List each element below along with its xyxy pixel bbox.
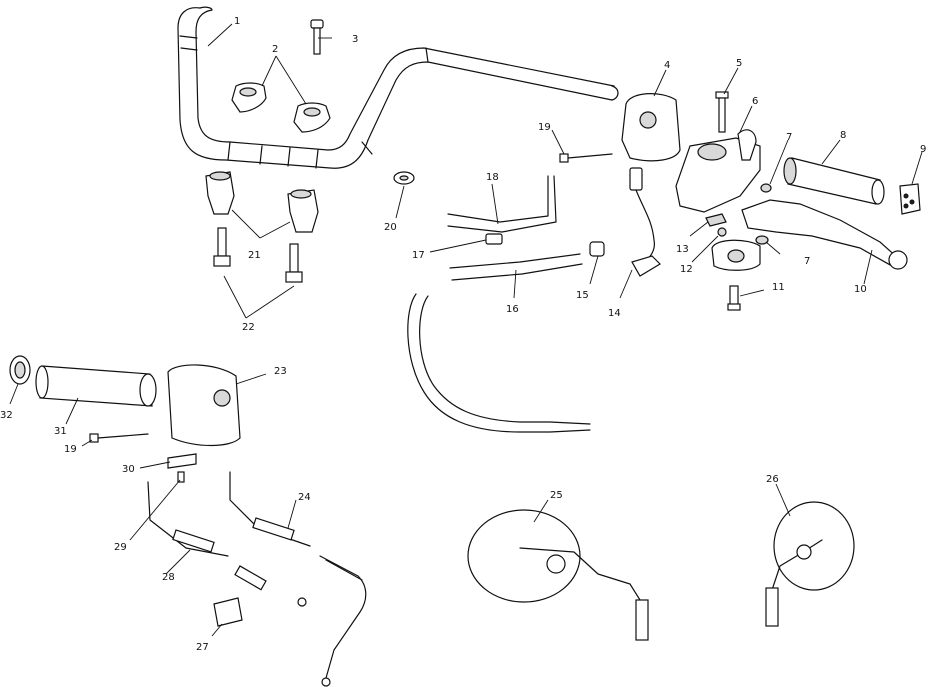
- throttle-cable-lower: [319, 555, 367, 687]
- washer-upper: [760, 183, 772, 193]
- callout-6: 6: [752, 96, 758, 107]
- brake-light-switch: [629, 167, 661, 277]
- callout-18: 18: [486, 172, 499, 183]
- callout-24: 24: [298, 492, 311, 503]
- callout-11: 11: [772, 282, 785, 293]
- throttle-adjuster: [234, 565, 307, 607]
- master-cylinder-screw: [715, 91, 729, 133]
- callout-1: 1: [234, 16, 240, 27]
- callout-16: 16: [506, 304, 519, 315]
- washer-lower: [755, 235, 769, 245]
- riser-bolts: [213, 227, 303, 283]
- callout-14: 14: [608, 308, 621, 319]
- right-switch-housing: [621, 93, 681, 162]
- callout-12: 12: [680, 264, 693, 275]
- callout-8: 8: [840, 130, 846, 141]
- left-switch-housing: [167, 364, 241, 447]
- callout-13: 13: [676, 244, 689, 255]
- choke-cable: [147, 481, 229, 557]
- callout-31: 31: [54, 426, 67, 437]
- callout-26: 26: [766, 474, 779, 485]
- cable-boot: [589, 241, 605, 257]
- throttle-cable-left: [229, 471, 311, 547]
- handlebar: [177, 6, 619, 169]
- riser-blocks: [205, 171, 319, 233]
- switch-plate: [705, 213, 727, 227]
- callout-28: 28: [162, 572, 175, 583]
- callout-30: 30: [122, 464, 135, 475]
- throttle-grip: [783, 157, 885, 205]
- callout-3: 3: [352, 34, 358, 45]
- lever-pivot-bolt: [727, 285, 741, 311]
- callout-27: 27: [196, 642, 209, 653]
- callout-32: 32: [0, 410, 13, 421]
- callout-22: 22: [242, 322, 255, 333]
- clutch-cable-long: [407, 293, 591, 433]
- leader-lines: [9, 23, 923, 637]
- clamp-bolt: [310, 19, 324, 55]
- callout-labels: 1 2 3 4 5 6 7 8 9 10 11 12 13 7 14 15 16…: [0, 16, 926, 653]
- handlebar-clamp-upper: [231, 82, 331, 133]
- housing-screw-right: [559, 153, 613, 163]
- callout-5: 5: [736, 58, 742, 69]
- cable-clip: [393, 171, 415, 185]
- callout-29: 29: [114, 542, 127, 553]
- clutch-cable-short: [447, 175, 557, 233]
- mirror-left: [467, 509, 649, 641]
- left-grip: [35, 365, 157, 407]
- housing-screw-left: [89, 433, 149, 443]
- callout-2: 2: [272, 44, 278, 55]
- callout-15: 15: [576, 290, 589, 301]
- callout-4: 4: [664, 60, 670, 71]
- callout-25: 25: [550, 490, 563, 501]
- cable-bracket: [167, 453, 197, 469]
- callout-17: 17: [412, 250, 425, 261]
- nut: [717, 227, 727, 237]
- callout-9: 9: [920, 144, 926, 155]
- cable-ferrule: [485, 233, 503, 245]
- bar-end-weight: [899, 183, 921, 215]
- callout-19b: 19: [64, 444, 77, 455]
- callout-7: 7: [786, 132, 792, 143]
- callout-23: 23: [274, 366, 287, 377]
- callout-21: 21: [248, 250, 261, 261]
- callout-7b: 7: [804, 256, 810, 267]
- master-cylinder: [675, 129, 761, 213]
- callout-20: 20: [384, 222, 397, 233]
- bracket-screw: [177, 471, 185, 483]
- clamp-half: [711, 239, 761, 271]
- grip-end-cap: [9, 355, 31, 385]
- brake-lever: [741, 199, 908, 270]
- cable-guard: [213, 597, 243, 627]
- throttle-cable: [449, 253, 583, 281]
- callout-10: 10: [854, 284, 867, 295]
- mirror-right: [765, 501, 855, 627]
- callout-19: 19: [538, 122, 551, 133]
